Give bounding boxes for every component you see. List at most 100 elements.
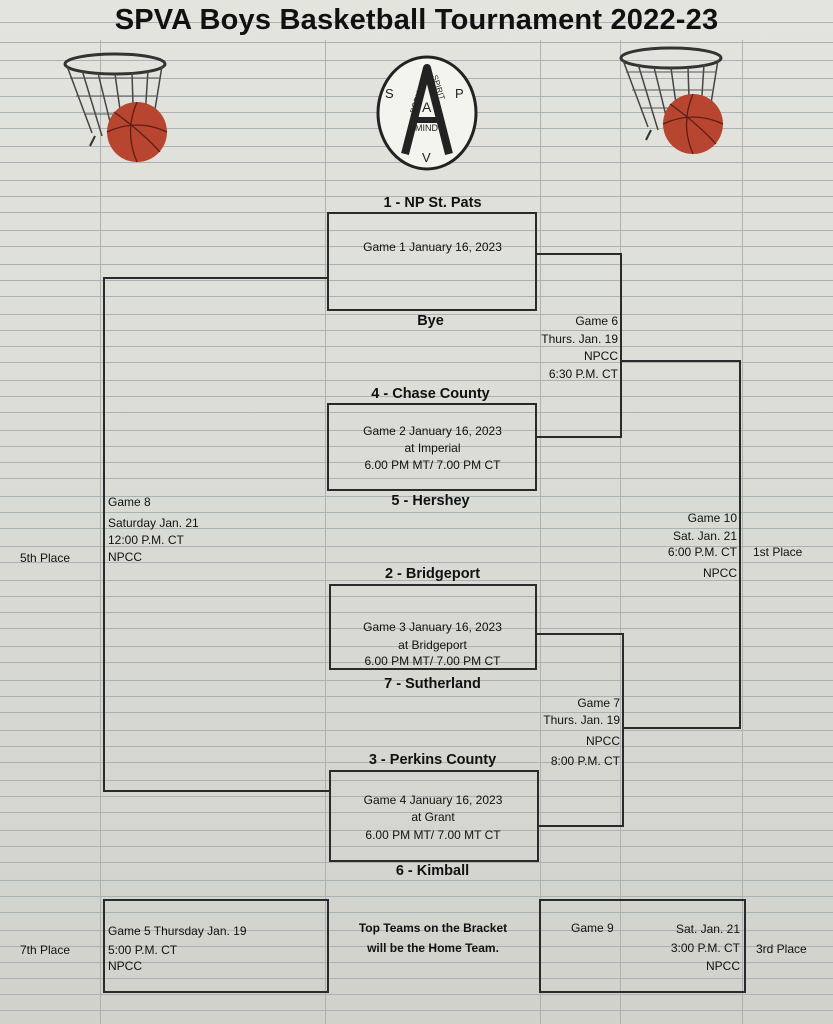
game-5-venue: NPCC [108,959,143,973]
grid-rule [0,846,833,847]
grid-rule [0,446,833,447]
grid-rule [0,662,833,663]
spva-logo: S P A V BODY SPIRIT MIND [376,55,478,171]
game-10-label: Game 10 [687,511,737,525]
home-team-note-line-1: Top Teams on the Bracket [358,921,508,935]
grid-rule [0,696,833,697]
game-4-date: Game 4 January 16, 2023 [363,793,503,807]
logo-letter-a: A [422,99,432,115]
place-7th-label: 7th Place [20,943,71,957]
game-10-venue: NPCC [702,566,737,580]
grid-rule [0,880,833,881]
game-8-venue: NPCC [108,550,143,564]
game-8-date: Saturday Jan. 21 [108,516,199,530]
grid-rule [0,196,833,197]
grid-rule [0,580,833,581]
grid-column-rule [742,40,743,1024]
game-2-date: Game 2 January 16, 2023 [363,424,502,438]
game-6-time: 6:30 P.M. CT [548,367,618,381]
grid-rule [0,1010,833,1011]
home-team-note-line-2: will be the Home Team. [367,941,499,955]
game-9-label: Game 9 [571,921,614,935]
logo-letter-p: P [455,86,464,101]
team-np-st-pats: 1 - NP St. Pats [383,195,482,211]
place-3rd-label: 3rd Place [756,942,807,956]
grid-rule [0,512,833,513]
grid-rule [0,762,833,763]
grid-rule [0,296,833,297]
basketball-hoop-icon [619,46,724,155]
team-bye: Bye [417,313,444,329]
grid-rule [0,280,833,281]
grid-rule [0,596,833,597]
grid-rule [0,930,833,931]
grid-rule [0,546,833,547]
grid-rule [0,812,833,813]
grid-rule [0,528,833,529]
grid-rule [0,712,833,713]
game-6-label: Game 6 [575,314,618,328]
game-9-date: Sat. Jan. 21 [675,922,740,936]
grid-rule [0,862,833,863]
grid-column-rule [325,40,326,1024]
game-3-time: 6.00 PM MT/ 7.00 PM CT [364,654,501,668]
team-chase-county: 4 - Chase County [371,386,490,402]
grid-rule [0,396,833,397]
grid-rule [0,946,833,947]
grid-rule [0,380,833,381]
basketball-icon [663,94,723,154]
team-perkins-county: 3 - Perkins County [368,752,497,768]
grid-rule [0,362,833,363]
game-7-venue: NPCC [585,734,620,748]
basketball-hoop-icon [63,52,168,163]
grid-rule [0,496,833,497]
grid-rule [0,830,833,831]
place-1st-label: 1st Place [753,545,803,559]
basketball-icon [107,102,167,162]
grid-rule [0,246,833,247]
grid-rule [0,180,833,181]
place-5th-label: 5th Place [20,551,71,565]
game-9-time: 3:00 P.M. CT [670,941,740,955]
game-9-venue: NPCC [705,959,740,973]
team-hershey: 5 - Hershey [391,493,470,509]
team-bridgeport: 2 - Bridgeport [384,566,481,582]
grid-rule [0,264,833,265]
grid-rule [0,796,833,797]
game-7-label: Game 7 [577,696,620,710]
game-2-location: at Imperial [404,441,461,455]
grid-rule [0,912,833,913]
grid-column-rule [620,40,621,1024]
team-sutherland: 7 - Sutherland [384,676,481,692]
grid-rule [0,780,833,781]
grid-rule [0,962,833,963]
grid-column-rule [100,40,101,1024]
game-4-location: at Grant [411,810,455,824]
grid-rule [0,22,833,23]
grid-rule [0,230,833,231]
game-8-time: 12:00 P.M. CT [108,533,184,547]
game-6-venue: NPCC [583,349,618,363]
game-10-date: Sat. Jan. 21 [672,529,737,543]
grid-rule [0,462,833,463]
grid-rule [0,346,833,347]
grid-rule [0,896,833,897]
grid-rule [0,746,833,747]
game-3-date: Game 3 January 16, 2023 [363,620,502,634]
logo-word-mind: MIND [415,123,438,133]
grid-rule [0,680,833,681]
game-5-label: Game 5 Thursday Jan. 19 [108,924,247,938]
game-2-time: 6.00 PM MT/ 7.00 PM CT [364,458,501,472]
grid-rule [0,314,833,315]
game-4-time: 6.00 PM MT/ 7.00 MT CT [365,828,501,842]
grid-rule [0,42,833,43]
page-title: SPVA Boys Basketball Tournament 2022-23 [114,4,719,36]
game-7-time: 8:00 P.M. CT [550,754,620,768]
game-7-date: Thurs. Jan. 19 [543,713,620,727]
grid-rule [0,430,833,431]
game-6-date: Thurs. Jan. 19 [541,332,618,346]
grid-rule [0,478,833,479]
logo-letter-s: S [385,86,394,101]
grid-rule [0,978,833,979]
